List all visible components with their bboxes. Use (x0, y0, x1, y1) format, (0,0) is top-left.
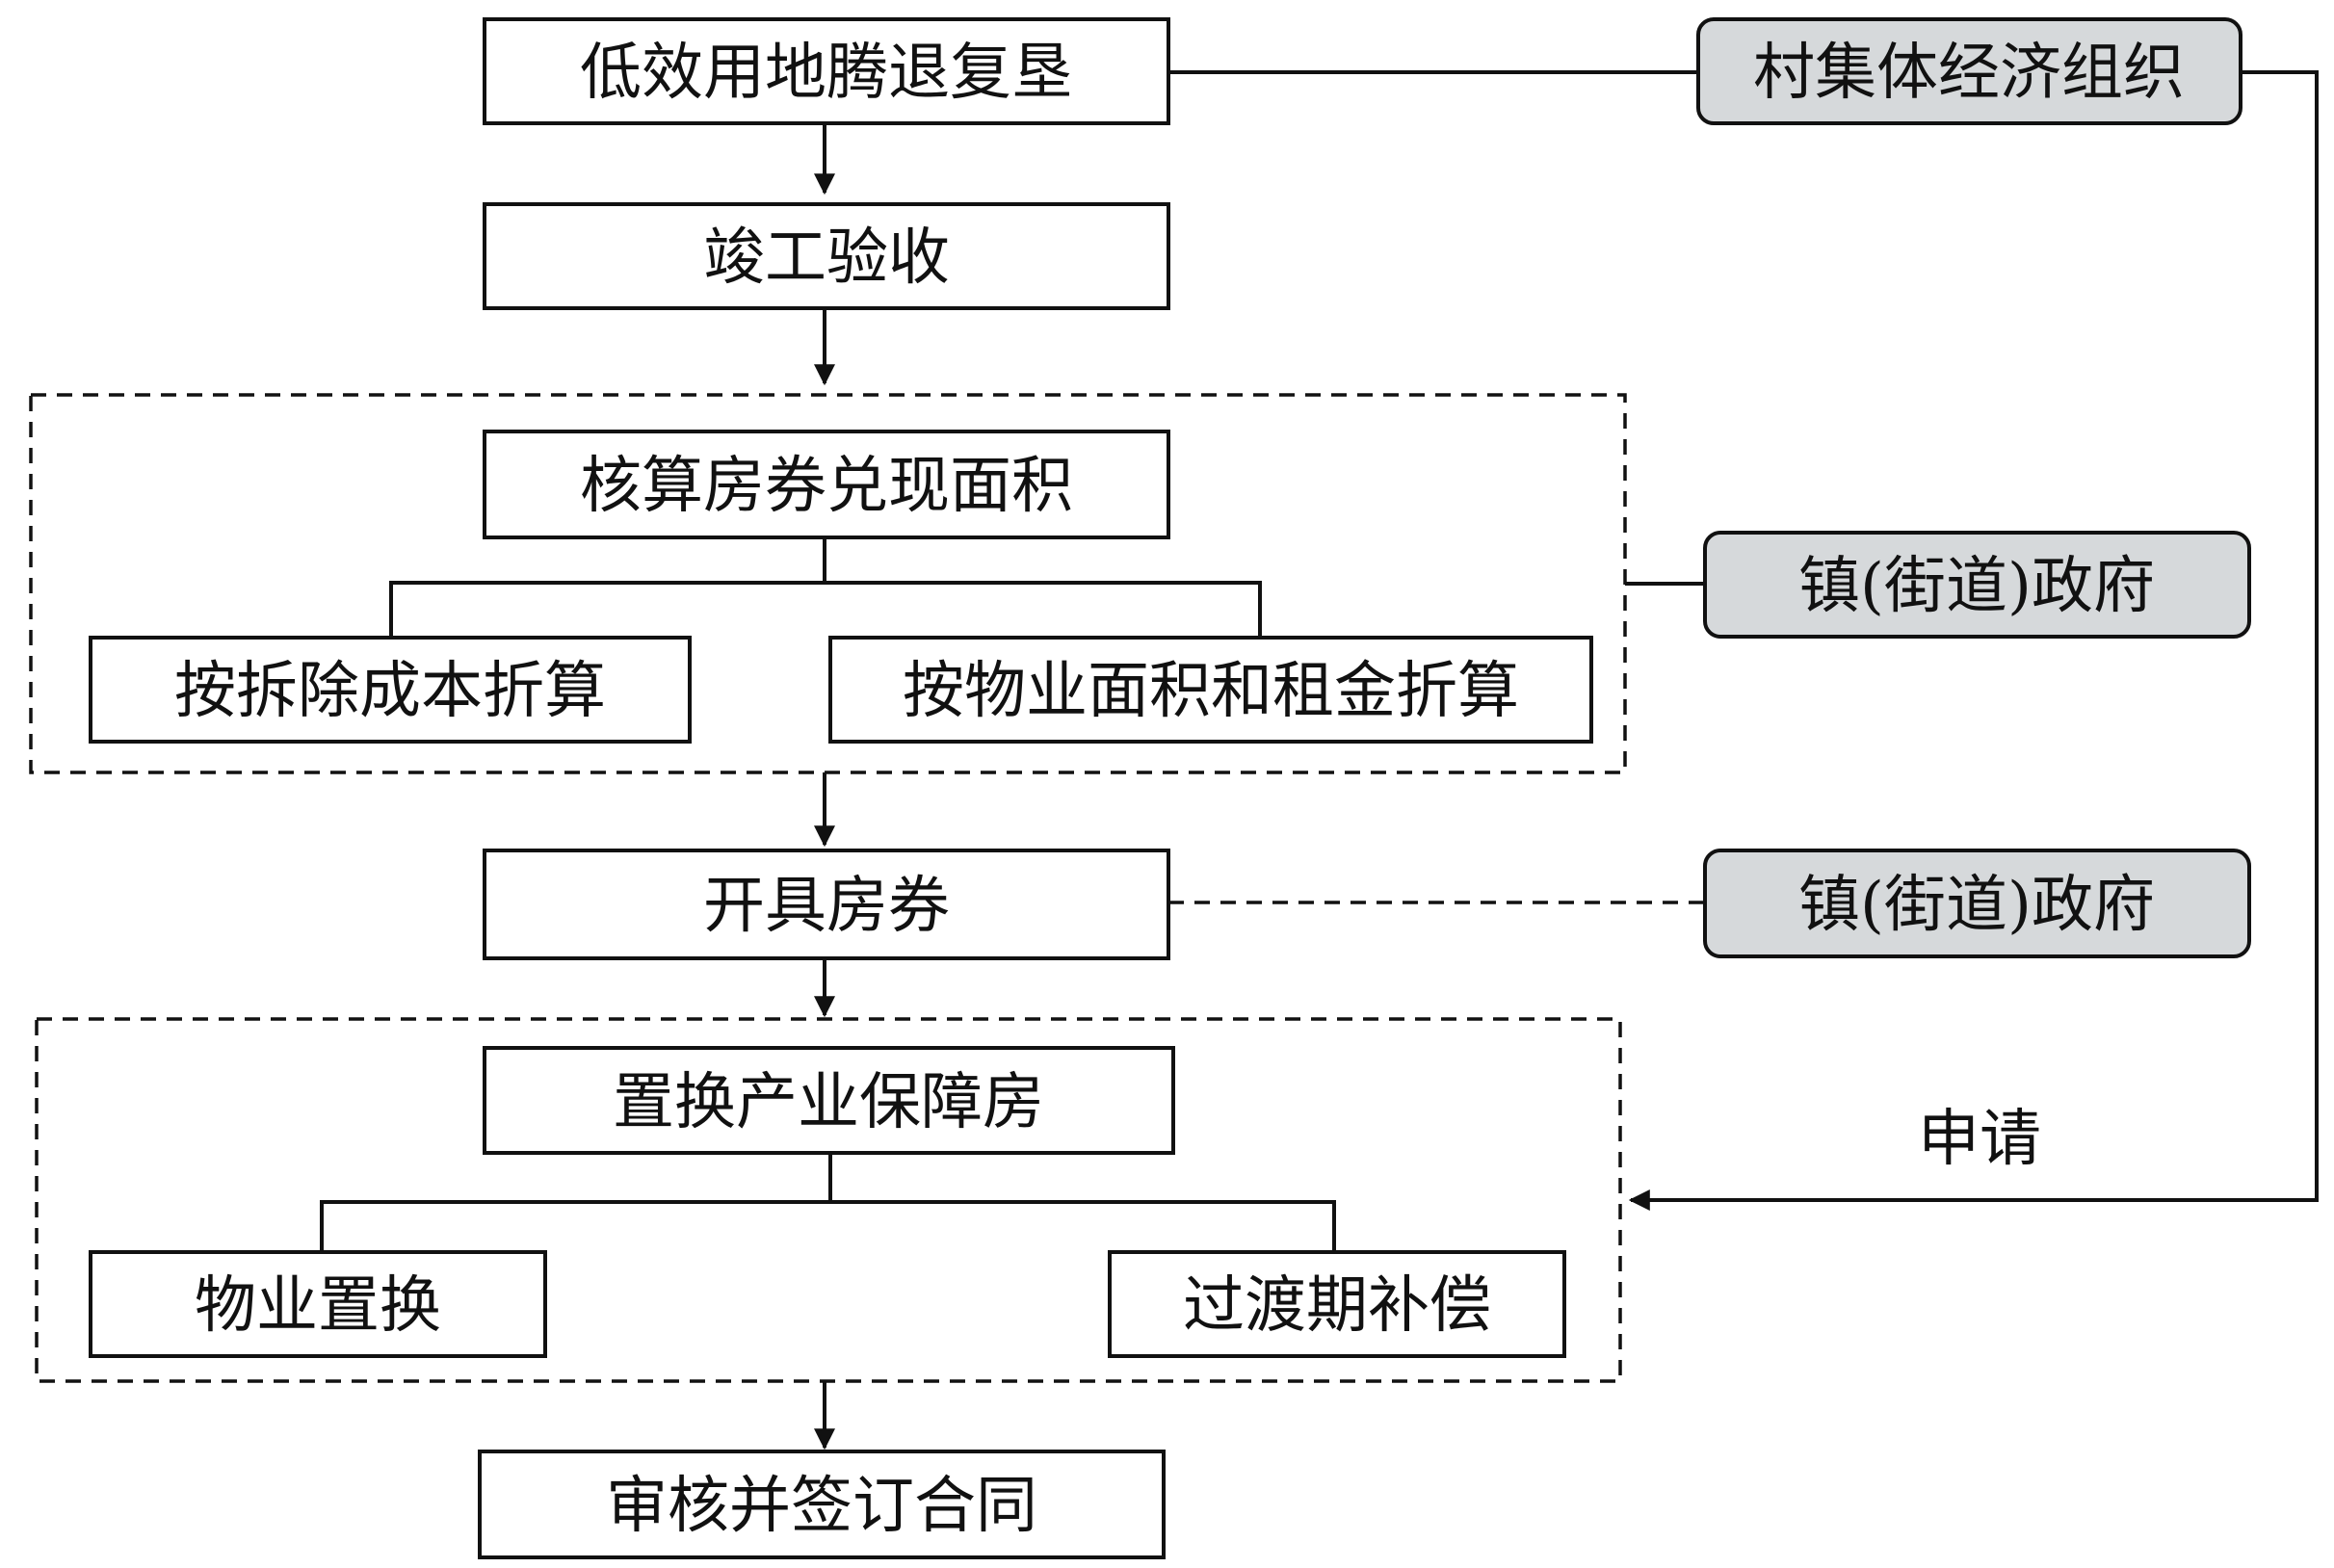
node-land-reclamation: 低效用地腾退复垦 (483, 17, 1170, 125)
node-calc-area: 核算房券兑现面积 (483, 430, 1170, 539)
arrow-village-apply (1628, 70, 2319, 1211)
node-by-area-and-rent-label: 按物业面积和租金折算 (903, 656, 1519, 727)
actor-town-government-2-label: 镇(街道)政府 (1798, 870, 2155, 941)
actor-town-government-1: 镇(街道)政府 (1703, 531, 2251, 639)
node-sign-contract: 审核并签订合同 (478, 1450, 1166, 1559)
node-by-demolition-cost-label: 按拆除成本折算 (174, 656, 606, 727)
node-completion-acceptance: 竣工验收 (483, 202, 1170, 310)
node-transition-compensation: 过渡期补偿 (1108, 1250, 1566, 1358)
connector-housing-to-transition (830, 1200, 1336, 1252)
actor-town-government-2: 镇(街道)政府 (1703, 849, 2251, 958)
actor-village-collective: 村集体经济组织 (1696, 17, 2242, 125)
node-completion-acceptance-label: 竣工验收 (703, 222, 950, 294)
edge-label-apply: 申请 (1918, 1104, 2041, 1175)
node-replace-housing-label: 置换产业保障房 (613, 1067, 1044, 1138)
node-replace-housing: 置换产业保障房 (483, 1046, 1175, 1155)
connector-calc-to-demolition-cost (389, 537, 826, 638)
node-transition-compensation-label: 过渡期补偿 (1183, 1270, 1491, 1342)
node-calc-area-label: 核算房券兑现面积 (580, 451, 1073, 522)
node-by-demolition-cost: 按拆除成本折算 (89, 636, 692, 744)
node-by-area-and-rent: 按物业面积和租金折算 (828, 636, 1593, 744)
connector-calc-to-area-rent (825, 581, 1262, 638)
housing-replacement-group (35, 1017, 1622, 1383)
node-property-swap-label: 物业置换 (195, 1270, 441, 1342)
node-property-swap: 物业置换 (89, 1250, 547, 1358)
actor-town-government-1-label: 镇(街道)政府 (1798, 551, 2155, 622)
node-land-reclamation-label: 低效用地腾退复垦 (580, 38, 1073, 109)
node-issue-voucher: 开具房券 (483, 849, 1170, 960)
connector-housing-to-swap (320, 1153, 832, 1252)
node-issue-voucher-label: 开具房券 (703, 871, 950, 942)
node-sign-contract-label: 审核并签订合同 (606, 1471, 1037, 1542)
actor-village-collective-label: 村集体经济组织 (1753, 38, 2185, 109)
